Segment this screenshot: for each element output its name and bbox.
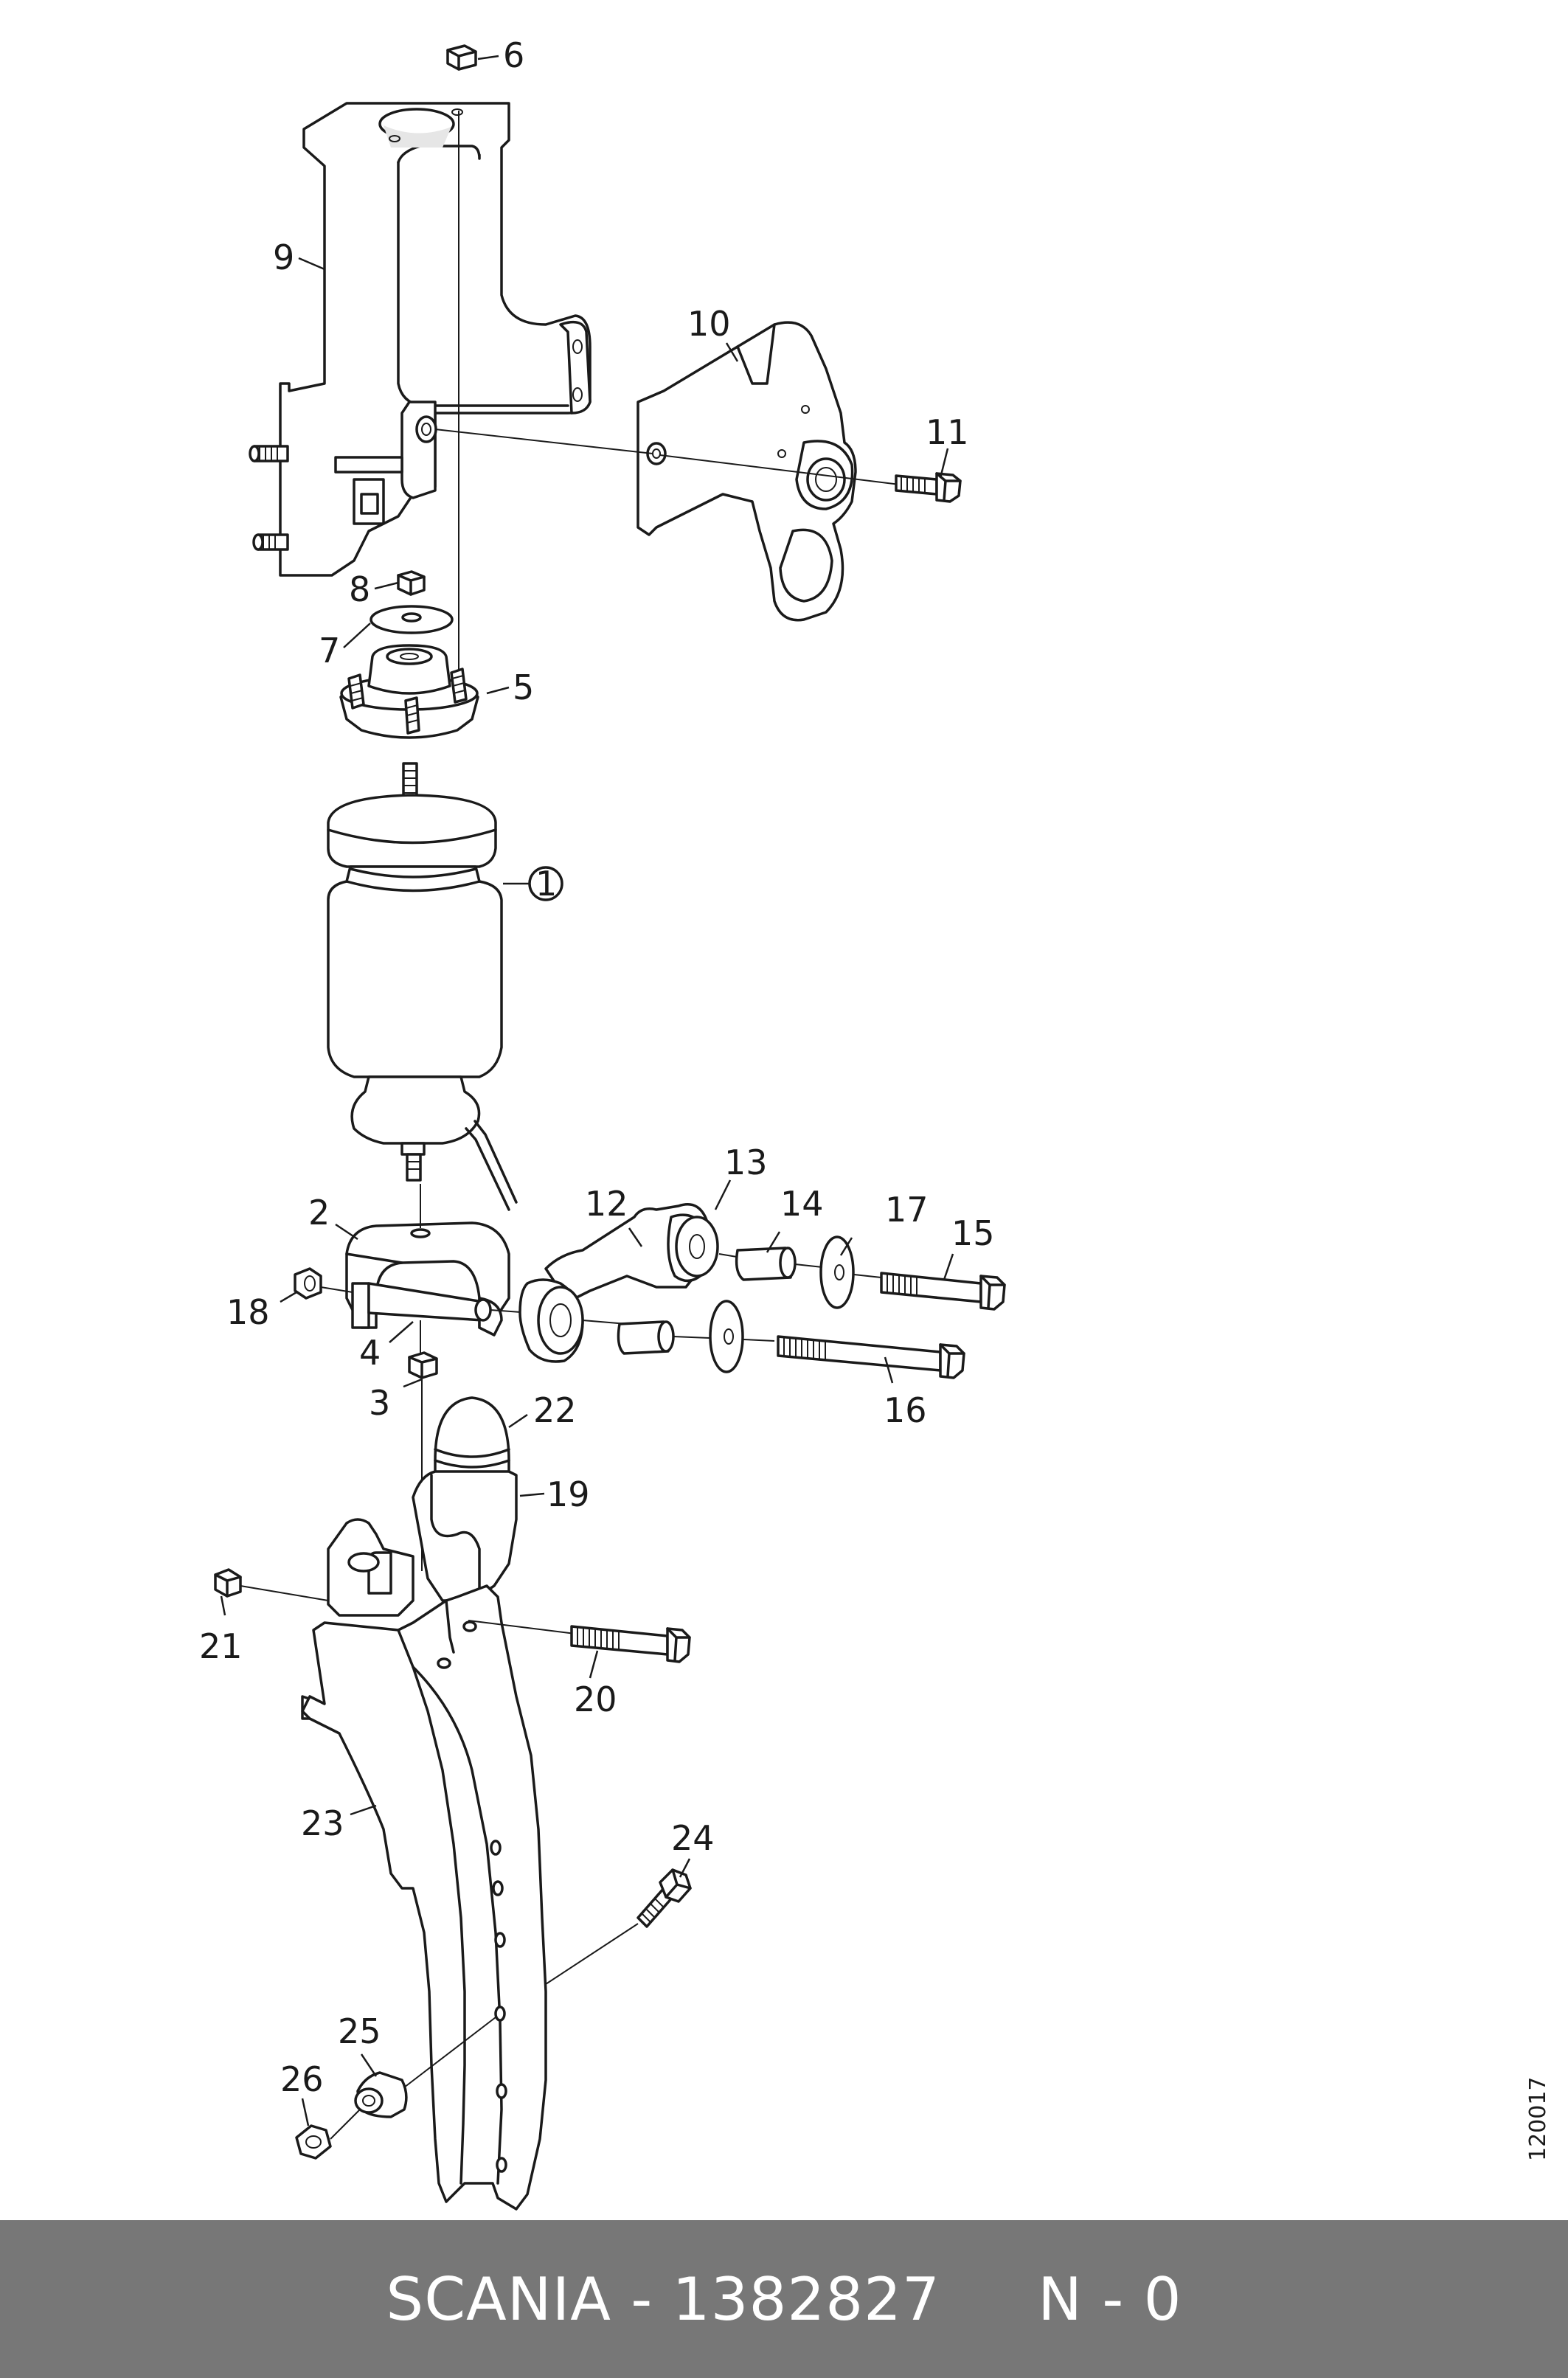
callout-22: 22 (533, 1390, 577, 1430)
part-16-bolt (777, 1335, 965, 1379)
part-23-arm (301, 1584, 547, 2211)
part-25-bushing (354, 2071, 408, 2118)
footer-bar: SCANIA - 1382827 N - 0 (0, 2220, 1568, 2378)
callout-17: 17 (885, 1190, 929, 1230)
callout-13: 13 (724, 1143, 768, 1182)
part-10-bracket (636, 321, 857, 622)
callout-23: 23 (301, 1803, 344, 1843)
callout-1: 1 (535, 864, 557, 904)
exploded-parts-diagram: 6 9 10 11 8 7 5 1 13 12 14 17 2 15 18 4 … (199, 35, 1006, 2211)
callout-26: 26 (280, 2059, 324, 2099)
callout-10: 10 (687, 304, 731, 344)
callout-16: 16 (884, 1390, 927, 1430)
leader-lines (220, 55, 954, 2126)
part-2-clevis (345, 1221, 510, 1337)
part-17-washers (709, 1235, 855, 1373)
part-26-nut (295, 2124, 332, 2160)
part-12-13-link-arms (518, 1203, 719, 1363)
callout-14: 14 (780, 1184, 824, 1224)
part-24-bolt (636, 1868, 692, 1928)
callout-12: 12 (585, 1184, 628, 1224)
part-11-bolt (895, 472, 962, 503)
part-1-air-spring (327, 794, 563, 1211)
callout-25: 25 (338, 2011, 381, 2051)
callout-18: 18 (226, 1292, 270, 1332)
callout-2: 2 (308, 1193, 330, 1233)
part-14-bushings (617, 1247, 797, 1355)
callout-3: 3 (369, 1383, 390, 1423)
drawing-code: 120017 (1525, 2076, 1551, 2161)
callout-6: 6 (503, 35, 524, 75)
part-20-bolt (570, 1625, 691, 1663)
callout-11: 11 (926, 412, 969, 452)
part-3-nut (408, 1351, 438, 1379)
part-18-nut (294, 1267, 322, 1300)
callout-9: 9 (273, 238, 294, 277)
callout-labels: 6 9 10 11 8 7 5 1 13 12 14 17 2 15 18 4 … (199, 35, 995, 2099)
callout-20: 20 (574, 1679, 617, 1719)
callout-8: 8 (349, 569, 370, 609)
callout-7: 7 (319, 631, 340, 670)
part-9-upper-bracket (249, 102, 592, 577)
part-21-nut (214, 1568, 242, 1598)
part-22-bump-stop (434, 1396, 510, 1480)
callout-15: 15 (951, 1213, 995, 1253)
callout-4: 4 (359, 1333, 381, 1373)
part-15-bolt (880, 1272, 1006, 1311)
callout-24: 24 (671, 1818, 715, 1858)
callout-19: 19 (547, 1474, 590, 1514)
part-5-top-mount (339, 644, 479, 809)
callout-21: 21 (199, 1626, 243, 1666)
part-8-nut (397, 570, 426, 596)
callout-5: 5 (513, 668, 534, 707)
footer-text: SCANIA - 1382827 N - 0 (386, 2264, 1182, 2334)
part-7-washer (370, 605, 454, 634)
part-6-nut (446, 44, 477, 71)
